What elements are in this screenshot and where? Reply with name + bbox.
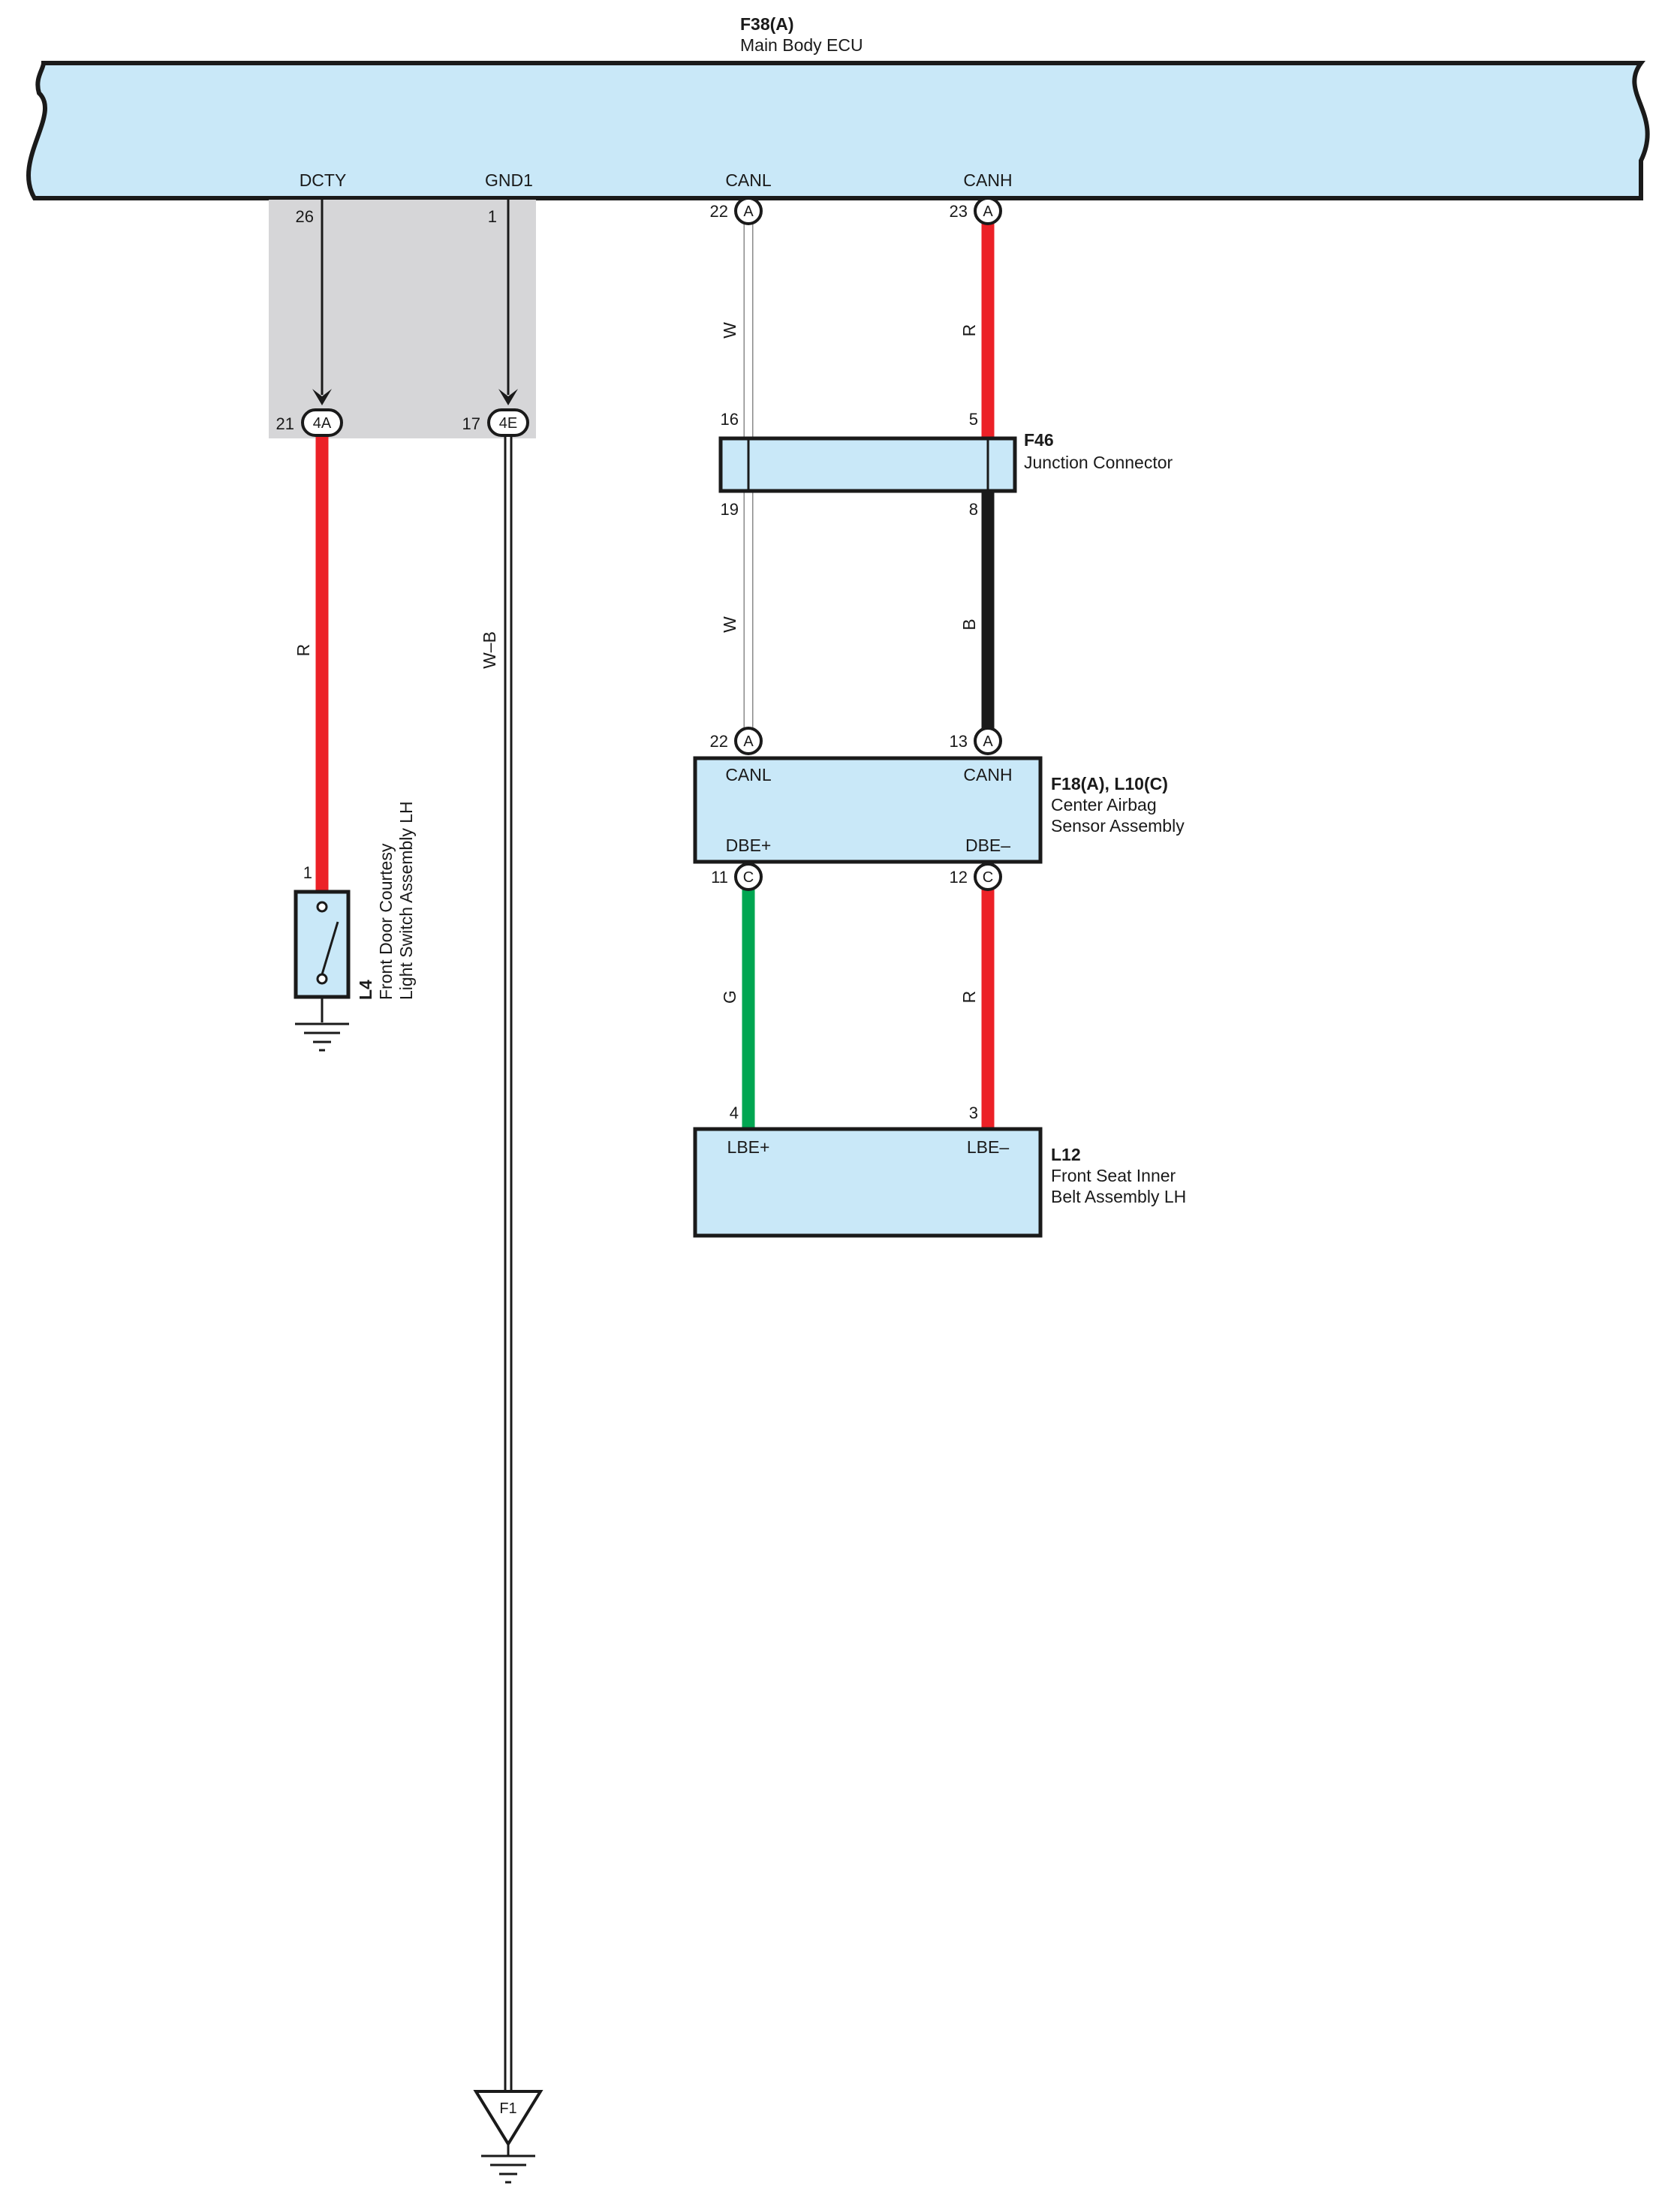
switch-ground-icon [295, 1022, 349, 1052]
switch-name-line1: Front Door Courtesy [376, 843, 396, 1000]
airbag-name-line1: Center Airbag [1051, 795, 1157, 814]
ground-icon [481, 2144, 535, 2184]
ecu-connector-canh: A [974, 197, 1002, 225]
ecu-pin-canh: 23 [950, 202, 968, 221]
svg-text:A: A [983, 733, 993, 750]
junction-id: F46 [1024, 430, 1054, 450]
inline-connector-4e: 4E [487, 408, 529, 437]
connector-pin-4e: 17 [462, 414, 480, 433]
junction-name: Junction Connector [1024, 453, 1173, 472]
wire-label-gnd: W–B [480, 631, 499, 669]
ecu-connector-canl: A [734, 197, 763, 225]
door-switch-icon [294, 890, 351, 1022]
ecu-terminal-canl: CANL [725, 170, 772, 190]
belt-assembly-body [693, 1127, 1043, 1238]
ecu-terminal-gnd1: GND1 [485, 170, 533, 190]
ground-id: F1 [499, 2100, 516, 2117]
belt-name-line2: Belt Assembly LH [1051, 1187, 1186, 1206]
svg-text:A: A [983, 203, 993, 220]
airbag-sensor-body [693, 756, 1043, 864]
airbag-pin-canh: 13 [950, 732, 968, 751]
ecu-terminal-dcty: DCTY [300, 170, 347, 190]
ecu-terminal-canh: CANH [963, 170, 1012, 190]
inline-connector-4a: 4A [301, 408, 343, 437]
airbag-pin-dbe-minus: 12 [950, 868, 968, 887]
connector-code-4a: 4A [313, 415, 332, 432]
connector-shade-area [269, 200, 536, 438]
wire-label-canh-lower: B [959, 619, 979, 630]
belt-pin-lbe-plus: 4 [730, 1104, 739, 1122]
svg-text:C: C [983, 869, 993, 886]
ecu-pin-dcty: 26 [296, 207, 314, 226]
belt-id: L12 [1051, 1145, 1081, 1164]
dcty-arrow-icon [312, 389, 332, 405]
ecu-id: F38(A) [740, 14, 794, 34]
ground-point-f1: F1 [473, 2090, 543, 2147]
belt-terminal-lbe-plus: LBE+ [727, 1137, 770, 1157]
switch-name-line2: Light Switch Assembly LH [396, 801, 416, 1000]
svg-text:A: A [743, 733, 754, 750]
airbag-connector-canl: A [734, 727, 763, 755]
junction-pin-5: 5 [969, 410, 978, 429]
ecu-name: Main Body ECU [740, 35, 863, 55]
airbag-connector-dbe-minus: C [974, 863, 1002, 891]
belt-name-line1: Front Seat Inner [1051, 1166, 1176, 1185]
belt-pin-lbe-minus: 3 [969, 1104, 978, 1122]
ecu-pin-canl: 22 [710, 202, 728, 221]
wire-label-dbe-plus: G [720, 990, 739, 1004]
airbag-terminal-canh: CANH [963, 765, 1012, 784]
junction-pin-19: 19 [721, 500, 739, 519]
svg-text:A: A [743, 203, 754, 220]
connector-pin-4a: 21 [276, 414, 294, 433]
ecu-pin-gnd1: 1 [488, 207, 497, 226]
airbag-id: F18(A), L10(C) [1051, 774, 1168, 793]
switch-id: L4 [356, 980, 375, 1000]
airbag-terminal-canl: CANL [725, 765, 772, 784]
airbag-pin-dbe-plus: 11 [711, 868, 728, 887]
connector-code-4e: 4E [499, 415, 517, 432]
junction-pin-16: 16 [721, 410, 739, 429]
junction-pin-8: 8 [969, 500, 978, 519]
airbag-name-line2: Sensor Assembly [1051, 816, 1185, 836]
airbag-connector-dbe-plus: C [734, 863, 763, 891]
junction-connector [718, 436, 1017, 493]
airbag-terminal-dbe-minus: DBE– [965, 836, 1010, 855]
airbag-pin-canl: 22 [710, 732, 728, 751]
gnd1-arrow-icon [498, 389, 518, 405]
belt-terminal-lbe-minus: LBE– [967, 1137, 1009, 1157]
airbag-terminal-dbe-plus: DBE+ [726, 836, 772, 855]
switch-pin: 1 [303, 863, 312, 882]
wire-label-canl-upper: W [720, 322, 739, 339]
wire-label-dcty: R [294, 644, 313, 657]
svg-text:C: C [743, 869, 754, 886]
wire-label-dbe-minus: R [959, 991, 979, 1004]
wire-label-canl-lower: W [720, 616, 739, 633]
ecu-body [26, 61, 1650, 200]
wire-label-canh-upper: R [959, 324, 979, 337]
airbag-connector-canh: A [974, 727, 1002, 755]
